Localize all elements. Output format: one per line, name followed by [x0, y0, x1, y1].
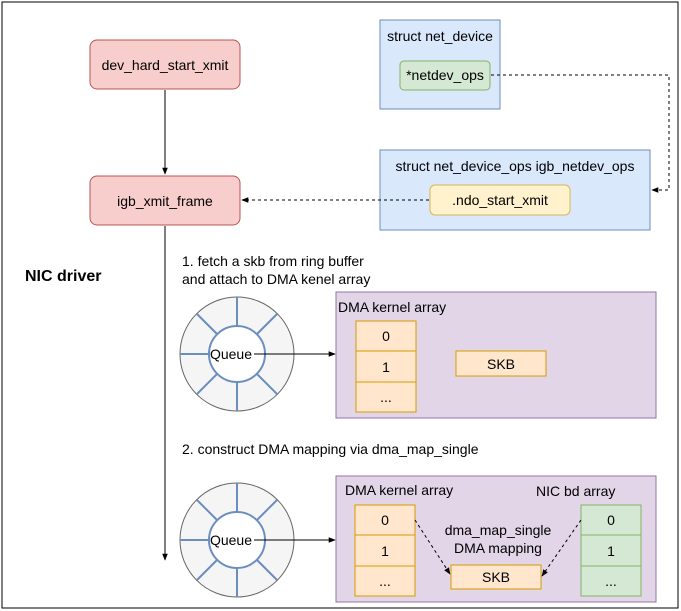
nic-bd-cell-0[interactable]: [580, 504, 642, 536]
netdev-ops-pointer-arrow: [491, 74, 670, 193]
nic-bd-cell-1[interactable]: [580, 534, 642, 567]
netdev-ops-field[interactable]: [399, 60, 491, 91]
skb-label: SKB: [487, 356, 515, 372]
skb-box[interactable]: [455, 350, 547, 377]
nic-bd-cell-1-label: 1: [607, 543, 615, 559]
dev-hard-start-xmit-label: dev_hard_start_xmit: [102, 57, 229, 73]
step1-line2: and attach to DMA kenel array: [182, 271, 370, 287]
step1-line1: 1. fetch a skb from ring buffer: [182, 253, 364, 269]
dma-cell-0-label: 0: [382, 328, 390, 344]
step2-label: 2. construct DMA mapping via dma_map_sin…: [182, 441, 479, 457]
ops-struct-title: struct net_device_ops igb_netdev_ops: [396, 158, 635, 174]
ndo-start-xmit-label: .ndo_start_xmit: [452, 192, 548, 208]
nic-bd-title: NIC bd array: [536, 483, 615, 499]
skb-label: SKB: [482, 569, 510, 585]
queue-label: Queue: [210, 346, 252, 362]
dma-cell-ellipsis-label: ...: [380, 389, 392, 405]
dma-cell-0[interactable]: [355, 320, 417, 352]
dma-cell-1-label: 1: [382, 359, 390, 375]
dma-cell-1[interactable]: [355, 350, 417, 383]
dma-to-skb-mapping-arrow: [414, 519, 451, 575]
netdev-ops-label: *netdev_ops: [406, 67, 484, 83]
dma-mapping-panel: DMA kernel array NIC bd array 0 1 ... 0 …: [335, 475, 657, 603]
net-device-title: struct net_device: [387, 28, 493, 44]
dma-cell-1-label: 1: [381, 543, 389, 559]
dma-cell-1[interactable]: [354, 534, 416, 567]
net-device-struct[interactable]: struct net_device *netdev_ops: [379, 19, 501, 110]
queue-label: Queue: [210, 532, 252, 548]
dma-cell-ellipsis[interactable]: [355, 381, 417, 413]
dma-cell-ellipsis-label: ...: [379, 573, 391, 589]
igb-xmit-frame-label: igb_xmit_frame: [117, 193, 213, 209]
mapping-line2: DMA mapping: [454, 540, 542, 556]
dma-cell-ellipsis[interactable]: [354, 565, 416, 597]
dma-cell-0-label: 0: [381, 512, 389, 528]
igb-xmit-frame-box[interactable]: igb_xmit_frame: [89, 175, 241, 226]
nic-driver-label: NIC driver: [25, 268, 101, 285]
ring-buffer-queue-1[interactable]: Queue: [179, 296, 295, 412]
dma-cell-0[interactable]: [354, 504, 416, 536]
bd-to-skb-mapping-arrow: [541, 519, 582, 577]
skb-box[interactable]: [450, 564, 542, 590]
ring-buffer-queue-2[interactable]: Queue: [179, 482, 295, 598]
nic-bd-cell-0-label: 0: [607, 512, 615, 528]
dma-array-title-2: DMA kernel array: [345, 482, 453, 498]
mapping-line1: dma_map_single: [445, 522, 552, 538]
ndo-start-xmit-field[interactable]: [429, 184, 571, 216]
nic-bd-cell-ellipsis-label: ...: [605, 573, 617, 589]
net-device-ops-struct[interactable]: struct net_device_ops igb_netdev_ops .nd…: [379, 149, 651, 231]
dev-hard-start-xmit-box[interactable]: dev_hard_start_xmit: [89, 39, 241, 90]
nic-bd-cell-ellipsis[interactable]: [580, 565, 642, 597]
dma-array-title-1: DMA kernel array: [338, 299, 446, 315]
dma-kernel-array-panel-1: DMA kernel array 0 1 ... SKB: [335, 291, 657, 419]
